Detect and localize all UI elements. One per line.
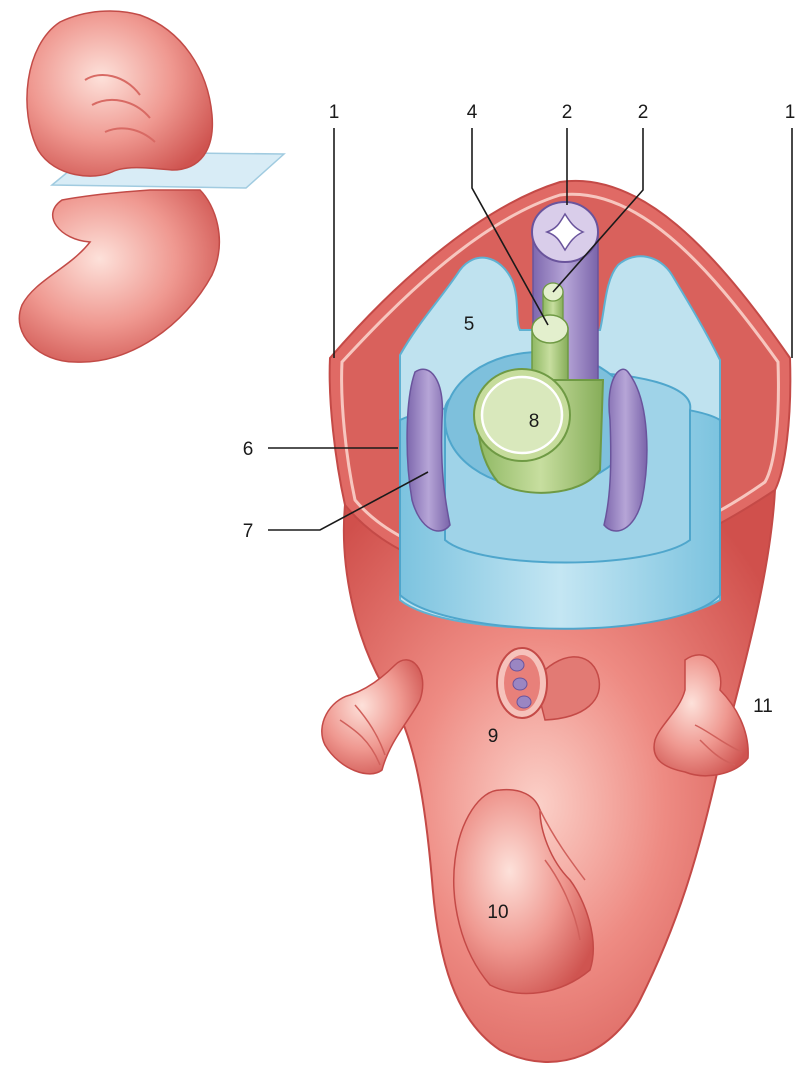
label-7: 7 — [243, 521, 254, 542]
label-6: 6 — [243, 439, 254, 460]
tube-2 — [513, 678, 527, 690]
label-9: 9 — [488, 726, 499, 747]
left-protrusion — [322, 660, 423, 774]
large-green-cylinder-inner — [482, 377, 562, 453]
label-10: 10 — [487, 902, 508, 923]
sketch-lower-part — [19, 190, 219, 362]
label-4: 4 — [467, 102, 478, 123]
label-1-right: 1 — [785, 102, 796, 123]
main-specimen — [322, 181, 791, 1062]
label-2-a: 2 — [562, 102, 573, 123]
label-5: 5 — [464, 314, 475, 335]
tube-3 — [517, 696, 531, 708]
label-11: 11 — [753, 696, 773, 717]
tube-1 — [510, 659, 524, 671]
label-1-left: 1 — [329, 102, 340, 123]
orientation-sketch — [19, 11, 284, 362]
sketch-upper-part — [27, 11, 212, 176]
medium-green-nerve-top — [532, 315, 568, 343]
label-2-b: 2 — [638, 102, 649, 123]
label-8: 8 — [529, 411, 540, 432]
